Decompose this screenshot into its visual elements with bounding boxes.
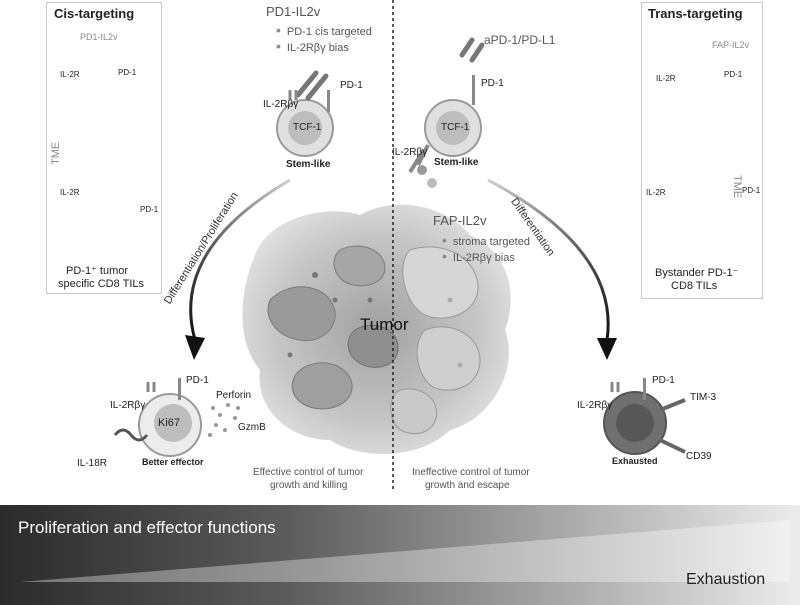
trans-molecule-label: FAP-IL2v bbox=[712, 40, 750, 50]
exhausted-il2rbg-label: IL-2Rβγ bbox=[577, 400, 613, 411]
exhausted-outcome-line1: Ineffective control of tumor bbox=[412, 467, 530, 478]
tumor-label: Tumor bbox=[360, 315, 409, 334]
exhausted-cell bbox=[603, 378, 686, 455]
exhausted-pd1-label: PD-1 bbox=[652, 375, 675, 386]
trans-caption-line2: CD8 TILs bbox=[671, 280, 718, 292]
effector-pd1-label: PD-1 bbox=[186, 375, 209, 386]
pd1-il2v-title: PD1-IL2v bbox=[266, 4, 321, 19]
cis-tme-label: TME bbox=[50, 141, 62, 165]
fap-il2v-bullet-1: stroma targeted bbox=[442, 232, 530, 248]
stem-left-il2rbg-label: IL-2Rβγ bbox=[263, 99, 299, 110]
trans-pd1-label: PD-1 bbox=[724, 70, 743, 79]
stem-right-il2rbg-label: IL-2Rβγ bbox=[392, 147, 428, 158]
effector-il2rbg-label: IL-2Rβγ bbox=[110, 400, 146, 411]
stem-like-cell-left bbox=[276, 70, 334, 157]
cis-targeting-title: Cis-targeting bbox=[54, 6, 135, 21]
apd1-title: aPD-1/PD-L1 bbox=[484, 33, 556, 47]
pd1-il2v-bullet-2: IL-2Rβγ bias bbox=[276, 38, 349, 54]
stem-right-pd1-label: PD-1 bbox=[481, 78, 504, 89]
effector-ki67-label: Ki67 bbox=[158, 417, 181, 429]
effector-gzmb-label: GzmB bbox=[238, 422, 266, 433]
exhausted-cd39-label: CD39 bbox=[686, 451, 712, 462]
cis-pd1-label-2: PD-1 bbox=[140, 205, 159, 214]
exhausted-tim3-label: TIM-3 bbox=[690, 392, 717, 403]
cis-targeting-box bbox=[46, 2, 162, 294]
stem-right-tcf1-label: TCF-1 bbox=[441, 122, 470, 133]
effector-il18r-label: IL-18R bbox=[77, 458, 108, 469]
cis-il2r-label-2: IL-2R bbox=[60, 188, 80, 197]
exhausted-outcome-line2: growth and escape bbox=[425, 480, 510, 491]
effector-caption: Better effector bbox=[142, 457, 204, 467]
stem-right-caption: Stem-like bbox=[434, 157, 479, 168]
tumor-mass bbox=[242, 204, 511, 454]
trans-il2r-label: IL-2R bbox=[656, 74, 676, 83]
fap-il2v-bullet-2: IL-2Rβγ bias bbox=[442, 248, 515, 264]
cis-caption-line1: PD-1⁺ tumor bbox=[66, 265, 129, 277]
trans-targeting-title: Trans-targeting bbox=[648, 6, 743, 21]
gradient-bar bbox=[0, 505, 800, 605]
effector-outcome-line2: growth and killing bbox=[270, 480, 348, 491]
cis-caption-line2: specific CD8 TILs bbox=[58, 278, 144, 290]
stem-left-pd1-label: PD-1 bbox=[340, 80, 363, 91]
differentiation-arrow-right bbox=[487, 178, 610, 341]
cis-pd1-label: PD-1 bbox=[118, 68, 137, 77]
differentiation-arrow-left bbox=[189, 178, 291, 341]
cis-il2r-label: IL-2R bbox=[60, 70, 80, 79]
effector-outcome-line1: Effective control of tumor bbox=[253, 467, 364, 478]
bar-right-label: Exhaustion bbox=[686, 571, 766, 588]
stem-like-cell-right bbox=[408, 37, 485, 188]
trans-targeting-box bbox=[641, 2, 763, 299]
fap-il2v-title: FAP-IL2v bbox=[433, 213, 487, 228]
stem-left-tcf1-label: TCF-1 bbox=[293, 122, 322, 133]
effector-cell bbox=[113, 378, 240, 457]
cis-molecule-label: PD1-IL2v bbox=[80, 32, 118, 42]
pd1-il2v-bullet-1: PD-1 cis targeted bbox=[276, 22, 372, 38]
bar-left-label: Proliferation and effector functions bbox=[18, 518, 276, 537]
trans-caption-line1: Bystander PD-1⁻ bbox=[655, 267, 739, 279]
effector-perforin-label: Perforin bbox=[216, 390, 252, 401]
exhausted-caption: Exhausted bbox=[612, 456, 658, 466]
trans-il2r-label-2: IL-2R bbox=[646, 188, 666, 197]
trans-pd1-label-2: PD-1 bbox=[742, 186, 761, 195]
stem-left-caption: Stem-like bbox=[286, 159, 331, 170]
